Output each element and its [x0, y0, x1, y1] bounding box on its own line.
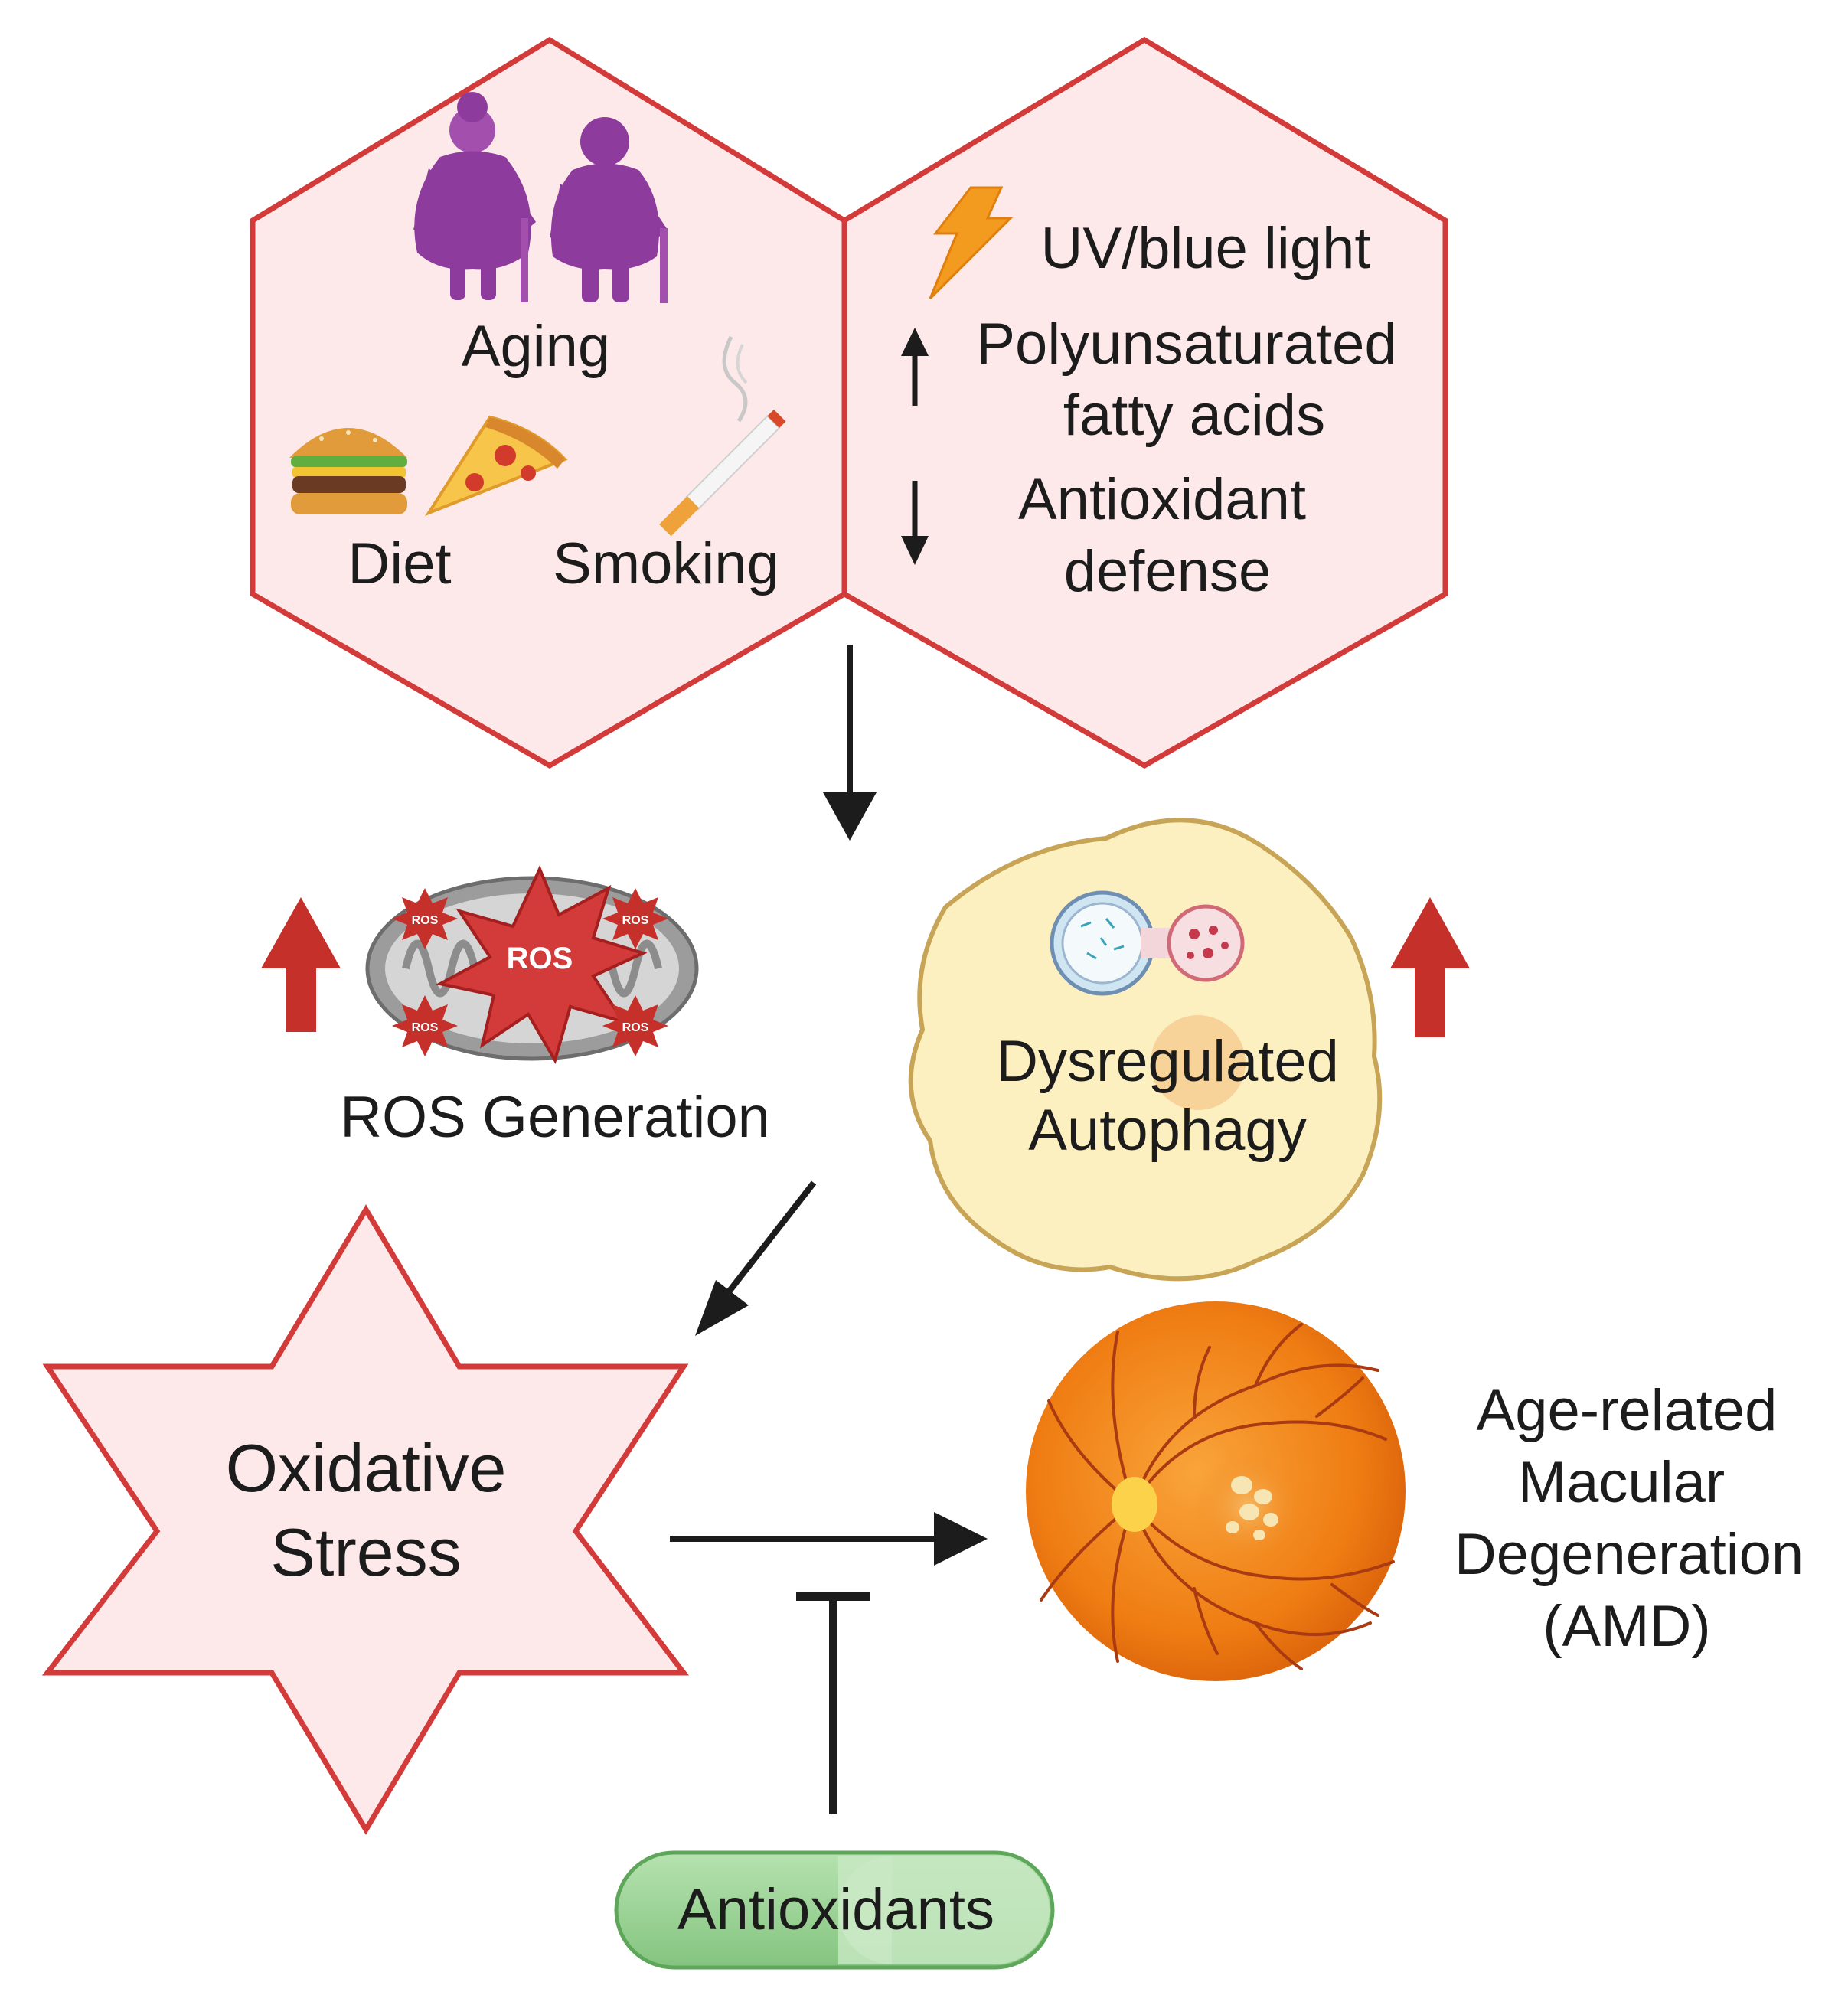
cigarette-icon	[659, 335, 786, 537]
oxidative-stress-line2: Stress	[270, 1514, 461, 1590]
pufa-label-line2: fatty acids	[1063, 383, 1325, 448]
amd-label: Age-related Macular Degeneration (AMD)	[1455, 1378, 1804, 1659]
smoking-label: Smoking	[553, 531, 779, 596]
arrow-to-oxidative-stress	[695, 1180, 817, 1336]
ros-burst-small-1: ROS	[392, 888, 458, 949]
arrow-up-icon	[901, 328, 929, 406]
risk-factor-hexagon: Aging Diet	[250, 36, 847, 769]
uv-light-label: UV/blue light	[1041, 216, 1371, 281]
ros-badge-large: ROS	[507, 942, 573, 975]
ros-label-small-1: ROS	[412, 914, 439, 927]
ros-generation-label: ROS Generation	[340, 1085, 770, 1150]
arrow-down-icon	[901, 481, 929, 565]
amd-label-line1: Age-related	[1477, 1378, 1778, 1443]
oxidative-stress-line1: Oxidative	[226, 1430, 507, 1506]
antioxidant-defense-line2: defense	[1064, 539, 1271, 604]
pizza-icon	[424, 415, 568, 517]
mitochondrion-icon: ROS ROS ROS ROS ROS	[365, 865, 699, 1065]
autophagy-label-line2: Autophagy	[1028, 1098, 1306, 1163]
autophagy-cell: Dysregulated Autophagy	[908, 818, 1383, 1282]
amd-label-line4: (AMD)	[1543, 1594, 1711, 1659]
lightning-icon	[929, 186, 1014, 300]
arrow-to-amd	[670, 1512, 988, 1566]
pufa-label-line1: Polyunsaturated	[976, 312, 1396, 377]
oxidative-stress-shape	[41, 1204, 690, 1835]
ros-starburst-large	[436, 865, 648, 1065]
environmental-hexagon: UV/blue light Polyunsaturated fatty acid…	[841, 36, 1448, 769]
autophagy-cell-shape	[908, 818, 1383, 1282]
ros-up-arrow	[261, 897, 341, 1032]
oxidative-stress-star: Oxidative Stress	[41, 1204, 690, 1835]
ros-label-small-4: ROS	[622, 1021, 649, 1034]
arrow-to-ros	[823, 645, 877, 841]
autophagosome-icon	[1050, 890, 1245, 996]
ros-label-small-3: ROS	[412, 1021, 439, 1034]
antioxidant-defense-line1: Antioxidant	[1018, 467, 1306, 532]
ros-burst-small-2: ROS	[602, 888, 668, 949]
amd-label-line3: Degeneration	[1455, 1522, 1804, 1587]
retina-icon	[1026, 1301, 1406, 1681]
amd-label-line2: Macular	[1518, 1450, 1725, 1515]
ros-burst-small-3: ROS	[392, 995, 458, 1056]
inhibition-line	[796, 1592, 870, 1814]
ros-generation: ROS ROS ROS ROS ROS ROS Generation	[261, 865, 770, 1150]
antioxidants-label: Antioxidants	[677, 1877, 994, 1942]
hexagon-left-shape	[250, 36, 847, 769]
burger-icon	[289, 428, 407, 514]
autophagy-up-arrow	[1390, 897, 1470, 1037]
antioxidants-pill: Antioxidants	[614, 1850, 1055, 1970]
ros-burst-small-4: ROS	[602, 995, 668, 1056]
diet-label: Diet	[348, 531, 451, 596]
elderly-couple-icon	[413, 92, 668, 303]
ros-label-small-2: ROS	[622, 914, 649, 927]
aging-label: Aging	[462, 314, 610, 379]
nucleus-shape	[1151, 1015, 1246, 1110]
autophagy-label-line1: Dysregulated	[996, 1029, 1339, 1094]
